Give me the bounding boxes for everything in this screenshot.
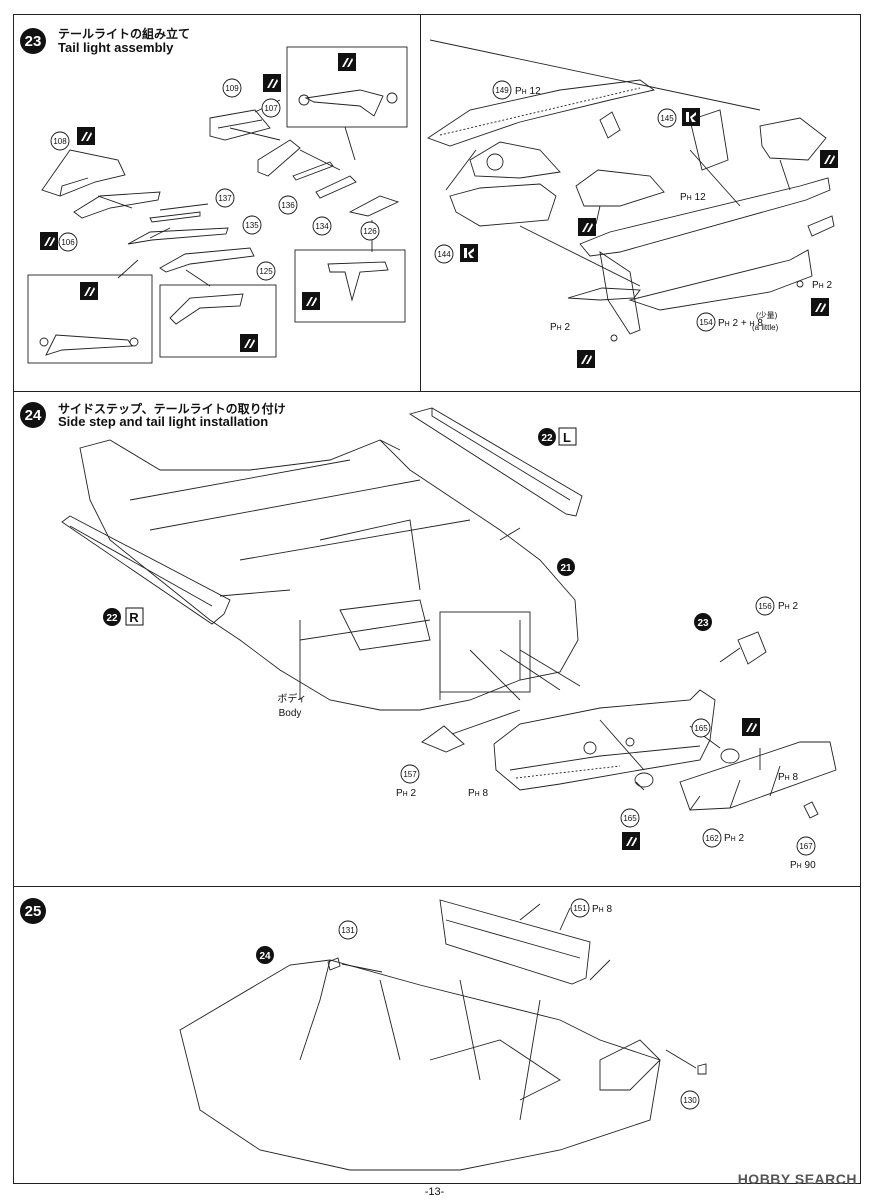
side-right-label: R — [129, 610, 139, 625]
step-badge-25: 25 — [20, 898, 46, 924]
part-144: 144 — [437, 250, 451, 259]
ref-23: 23 — [697, 618, 709, 629]
brush-icon — [338, 53, 356, 71]
page-frame — [13, 14, 861, 1184]
part-131: 131 — [341, 926, 355, 935]
brush-icon — [460, 244, 478, 262]
paint-154a: 2 — [733, 318, 739, 329]
paint-lower-bar: 2 — [565, 322, 571, 333]
ref-21: 21 — [560, 563, 572, 574]
brush-icon — [240, 334, 258, 352]
brush-icon — [811, 298, 829, 316]
part-137: 137 — [218, 194, 232, 203]
part-151: 151 — [573, 904, 587, 913]
ref-22-right: 22 — [106, 613, 118, 624]
paint-167: 90 — [805, 860, 817, 871]
part-number-labels: 109 107 108 137 135 106 136 134 126 125 … — [53, 84, 813, 1105]
note-jp: (少量) — [756, 311, 778, 320]
svg-text:PH 90: PH 90 — [790, 860, 816, 871]
part-126: 126 — [363, 227, 377, 236]
page-number: -13- — [424, 1186, 445, 1198]
part-number-circles — [50, 78, 816, 1110]
part-165-lower: 165 — [623, 814, 637, 823]
part-157: 157 — [403, 770, 417, 779]
svg-text:PH 2 + H 8: PH 2 + H 8 — [718, 318, 763, 329]
part-125: 125 — [259, 267, 273, 276]
part-136: 136 — [281, 201, 295, 210]
paint-151: 8 — [607, 904, 613, 915]
part-167: 167 — [799, 842, 813, 851]
svg-text:PH 2: PH 2 — [550, 322, 571, 333]
paint-156: 2 — [793, 601, 799, 612]
part-134: 134 — [315, 222, 329, 231]
part-130: 130 — [683, 1096, 697, 1105]
part-106: 106 — [61, 238, 75, 247]
divider-step23-split — [420, 14, 421, 391]
paint-149: 12 — [530, 86, 542, 97]
ref-22-left: 22 — [541, 433, 553, 444]
step-badge-23: 23 — [20, 28, 46, 54]
part-145: 145 — [660, 114, 674, 123]
brush-icon — [577, 350, 595, 368]
part-154: 154 — [699, 318, 713, 327]
small-amount-note: (少量) (a little) — [752, 311, 779, 332]
paint-right-bar: 2 — [827, 280, 833, 291]
svg-text:PH 2: PH 2 — [778, 601, 799, 612]
brush-icon — [820, 150, 838, 168]
paint-162: 2 — [739, 833, 745, 844]
body-label-jp: ボディ — [277, 692, 306, 705]
brush-icon — [263, 74, 281, 92]
svg-text:PH 8: PH 8 — [778, 772, 799, 783]
note-en: (a little) — [752, 323, 779, 332]
side-left-label: L — [563, 430, 571, 445]
body-label-en: Body — [279, 708, 302, 719]
step-23-title-en: Tail light assembly — [58, 40, 174, 55]
svg-text:PH 8: PH 8 — [592, 904, 613, 915]
part-108: 108 — [53, 137, 67, 146]
part-156: 156 — [758, 602, 772, 611]
paint-157: 2 — [411, 788, 417, 799]
paint-157b: 8 — [483, 788, 489, 799]
watermark: HOBBY SEARCH — [737, 1171, 857, 1187]
part-135: 135 — [245, 221, 259, 230]
paint-brush-icons — [40, 53, 838, 850]
part-165-upper: 165 — [694, 724, 708, 733]
svg-text:PH 2: PH 2 — [724, 833, 745, 844]
step-23-title-jp: テールライトの組み立て — [58, 27, 191, 41]
step-24-title-en: Side step and tail light installation — [58, 414, 269, 429]
brush-icon — [622, 832, 640, 850]
paint-154b: 8 — [757, 318, 763, 329]
step-badge-24: 24 — [20, 402, 46, 428]
brush-icon — [40, 232, 58, 250]
brush-icon — [682, 108, 700, 126]
svg-text:PH 2: PH 2 — [396, 788, 417, 799]
part-149: 149 — [495, 86, 509, 95]
brush-icon — [80, 282, 98, 300]
svg-text:PH 2: PH 2 — [812, 280, 833, 291]
brush-icon — [578, 218, 596, 236]
step-24-title-jp: サイドステップ、テールライトの取り付け — [58, 402, 286, 416]
divider-step24-25 — [13, 886, 861, 887]
brush-icon — [302, 292, 320, 310]
svg-text:PH 12: PH 12 — [515, 86, 541, 97]
brush-icon — [77, 127, 95, 145]
ref-24: 24 — [259, 951, 271, 962]
part-107: 107 — [264, 104, 278, 113]
divider-step23-24 — [13, 391, 861, 392]
part-109: 109 — [225, 84, 239, 93]
svg-text:PH 8: PH 8 — [468, 788, 489, 799]
part-162: 162 — [705, 834, 719, 843]
svg-text:PH 12: PH 12 — [680, 192, 706, 203]
paint-code-labels: PH 12 PH 12 PH 2 PH 2 PH 2 + H 8 PH 8 PH… — [396, 86, 833, 915]
subassembly-refs — [103, 427, 712, 964]
paint-frame: 12 — [695, 192, 707, 203]
brush-icon — [742, 718, 760, 736]
paint-162b: 8 — [793, 772, 799, 783]
